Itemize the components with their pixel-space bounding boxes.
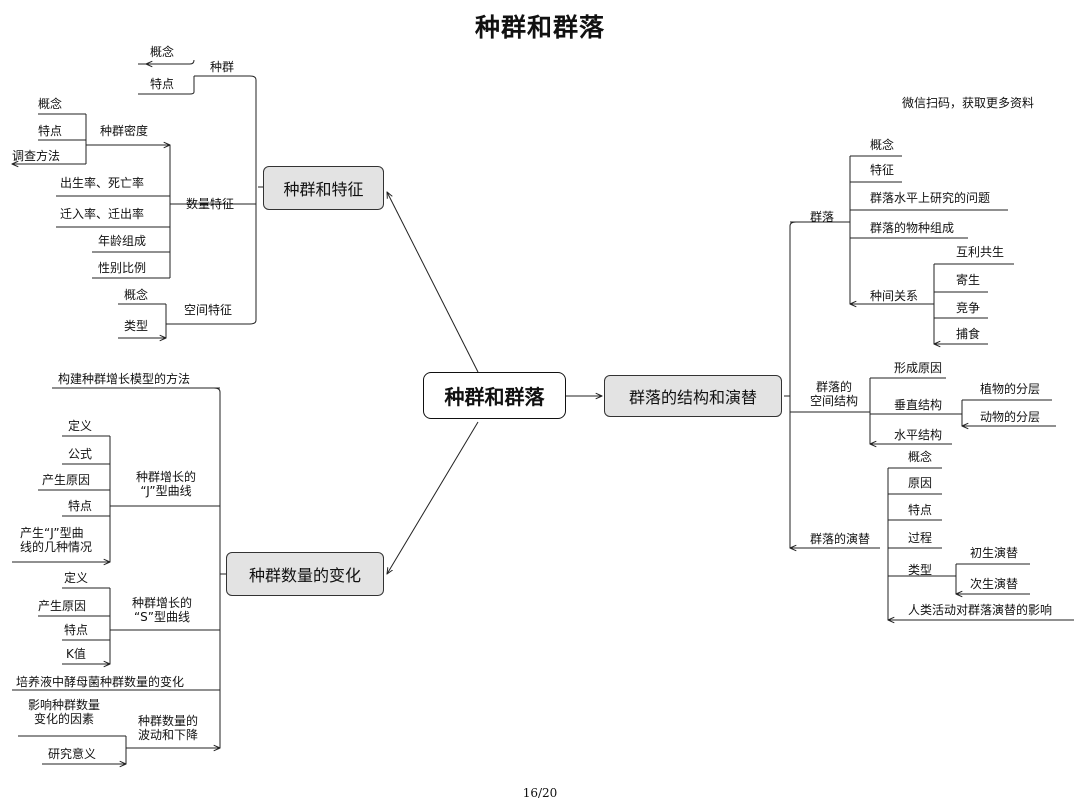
qr-note: 微信扫码，获取更多资料 — [902, 96, 1035, 110]
node-j-item: 公式 — [68, 447, 93, 461]
node-vertical: 垂直结构 — [894, 398, 943, 412]
node-j-item: 定义 — [68, 419, 93, 433]
node-interspecies-item: 互利共生 — [956, 245, 1005, 259]
node-j-item: 特点 — [68, 499, 93, 513]
node-vertical-item: 植物的分层 — [980, 382, 1041, 396]
node-spatial-structure: 群落的 空间结构 — [809, 380, 858, 408]
node-j-item-cases: 产生“J”型曲 线的几种情况 — [20, 526, 93, 554]
node-s-item: K值 — [66, 647, 86, 661]
node-density-item: 特点 — [38, 124, 63, 138]
node-zhongqun-item: 特点 — [150, 77, 175, 91]
node-quantity-item: 出生率、死亡率 — [60, 176, 145, 190]
branch-structure[interactable]: 群落的结构和演替 — [604, 375, 782, 417]
connector-center-traits — [387, 192, 479, 373]
node-quantity-item: 年龄组成 — [98, 234, 147, 248]
node-density-item: 概念 — [38, 97, 63, 111]
node-interspecies-item: 捕食 — [956, 327, 981, 341]
node-zhongqun: 种群 — [210, 60, 235, 74]
node-yeast: 培养液中酵母菌种群数量的变化 — [16, 675, 185, 689]
node-j-curve: 种群增长的 “J”型曲线 — [135, 470, 196, 498]
node-community: 群落 — [810, 210, 835, 224]
node-interspecies-item: 寄生 — [956, 273, 981, 287]
node-community-item: 特征 — [870, 163, 895, 177]
node-community-item: 群落水平上研究的问题 — [870, 191, 991, 205]
page-title: 种群和群落 — [474, 13, 605, 42]
node-succession-type-item: 次生演替 — [970, 577, 1019, 591]
node-community-item: 群落的物种组成 — [870, 221, 955, 235]
node-succession: 群落的演替 — [810, 532, 871, 546]
node-fluctuation: 种群数量的 波动和下降 — [137, 714, 198, 742]
connector-center-change — [387, 421, 479, 574]
node-spatial-feature: 空间特征 — [184, 303, 233, 317]
node-community-item: 概念 — [870, 138, 895, 152]
node-density-item: 调查方法 — [12, 149, 61, 163]
node-j-item: 产生原因 — [42, 473, 91, 487]
node-zhongqun-item: 概念 — [150, 45, 175, 59]
node-s-item: 产生原因 — [38, 599, 87, 613]
node-vertical-item: 动物的分层 — [980, 410, 1041, 424]
node-s-item: 定义 — [64, 571, 89, 585]
node-quantity-item: 性别比例 — [98, 261, 147, 275]
node-spatial-item: 类型 — [124, 319, 149, 333]
node-method: 构建种群增长模型的方法 — [58, 372, 191, 386]
branch-change[interactable]: 种群数量的变化 — [226, 552, 384, 596]
node-fluctuation-significance: 研究意义 — [48, 747, 97, 761]
node-succession-human: 人类活动对群落演替的影响 — [908, 603, 1053, 617]
node-interspecies: 种间关系 — [870, 289, 919, 303]
node-s-item: 特点 — [64, 623, 89, 637]
node-succession-item: 特点 — [908, 503, 933, 517]
node-horizontal: 水平结构 — [894, 428, 943, 442]
node-quantity: 数量特征 — [186, 197, 235, 211]
page-number: 16/20 — [522, 786, 558, 800]
node-succession-type-item: 初生演替 — [970, 546, 1019, 560]
node-fluctuation-factor: 影响种群数量 变化的因素 — [27, 698, 100, 726]
node-formation: 形成原因 — [894, 361, 943, 375]
node-succession-item: 概念 — [908, 450, 933, 464]
node-s-curve: 种群增长的 “S”型曲线 — [131, 596, 192, 624]
node-density: 种群密度 — [100, 124, 149, 138]
branch-traits[interactable]: 种群和特征 — [263, 166, 384, 210]
node-succession-item: 过程 — [908, 531, 933, 545]
center-node[interactable]: 种群和群落 — [423, 372, 566, 419]
node-succession-types: 类型 — [908, 563, 933, 577]
node-quantity-item: 迁入率、迁出率 — [60, 207, 145, 221]
node-succession-item: 原因 — [908, 476, 933, 490]
node-interspecies-item: 竞争 — [956, 301, 981, 315]
node-spatial-item: 概念 — [124, 288, 149, 302]
